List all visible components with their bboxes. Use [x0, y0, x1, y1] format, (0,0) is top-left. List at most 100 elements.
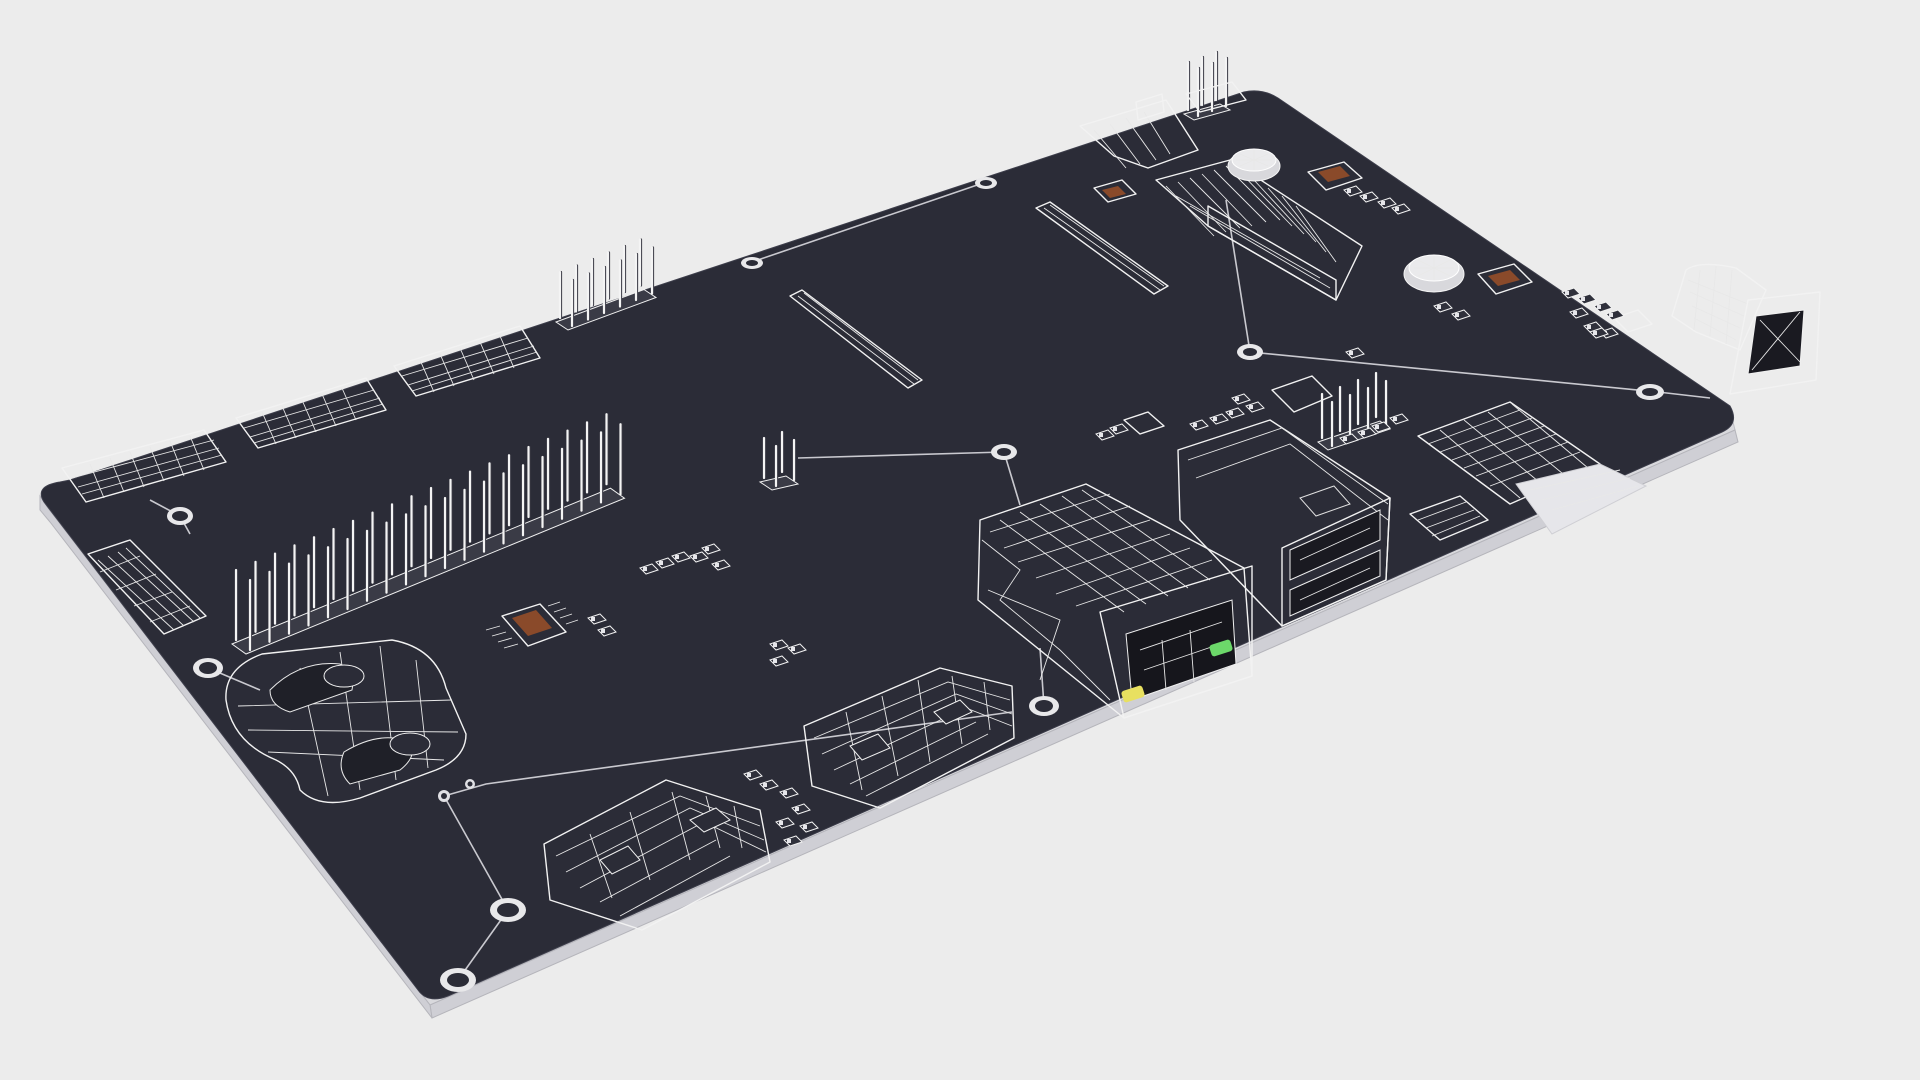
smd-component [1225, 407, 1245, 419]
solder-pad [1229, 411, 1233, 415]
usb-port-lower [1289, 549, 1381, 617]
rear-pin-cluster [1185, 81, 1247, 113]
smd-component [783, 835, 803, 847]
solder-pad [1363, 195, 1367, 199]
fpc-connector [393, 325, 541, 397]
ic-chip-dark [1123, 411, 1165, 435]
ethernet-jack [977, 483, 1253, 719]
smd-component [1357, 427, 1377, 439]
smd-component [791, 803, 811, 815]
via [465, 779, 475, 789]
smd-component [769, 639, 789, 651]
micro-usb-connector [1409, 495, 1489, 541]
smd-component [671, 551, 691, 563]
mounting-hole [741, 257, 763, 269]
smd-component [1109, 423, 1129, 435]
solder-pad [1597, 305, 1601, 309]
solder-pad [1349, 351, 1353, 355]
eeprom-chip [485, 601, 579, 649]
solder-pad [659, 561, 663, 565]
solder-pad [1347, 189, 1351, 193]
solder-pad [693, 555, 697, 559]
solder-pad [783, 791, 787, 795]
smd-component [1593, 301, 1613, 313]
smd-component [1345, 347, 1365, 359]
solder-pad [643, 567, 647, 571]
solder-pad [1343, 437, 1347, 441]
smd-component [587, 613, 607, 625]
flex-ribbon-cable [1515, 463, 1648, 535]
coin-cell-holder [225, 639, 467, 804]
ic-chip [1093, 179, 1137, 203]
gpio-pin-header [230, 413, 626, 655]
smd-component [787, 643, 807, 655]
side-fpc-connector [87, 539, 207, 635]
smd-component [1343, 185, 1363, 197]
usb-a-dual-port [1177, 419, 1391, 627]
passive-components [587, 185, 1625, 847]
smd-component [655, 557, 675, 569]
mounting-hole [490, 898, 526, 922]
smd-component [1577, 293, 1597, 305]
ic-chips [485, 161, 1653, 649]
smd-component [701, 543, 721, 555]
mounting-hole [440, 968, 476, 992]
hdmi-connector [803, 667, 1015, 809]
ic-chip [1307, 161, 1363, 191]
smd-component [1339, 433, 1359, 445]
smd-component [1389, 413, 1409, 425]
smd-component [759, 779, 779, 791]
solder-pad [705, 547, 709, 551]
smd-component [1231, 393, 1251, 405]
solder-pad [1395, 207, 1399, 211]
fpc-connector [235, 377, 387, 449]
header-base [1182, 103, 1232, 121]
smd-component [1569, 307, 1589, 319]
solder-pad [1573, 311, 1577, 315]
smd-component [689, 551, 709, 563]
smd-component [1589, 327, 1609, 339]
smd-component [775, 817, 795, 829]
solder-pad [1381, 201, 1385, 205]
status-led-yellow [1121, 685, 1145, 703]
smd-component [597, 625, 617, 637]
rj45-port-opening [1125, 599, 1237, 701]
solder-pad [1565, 291, 1569, 295]
solder-pad [1581, 297, 1585, 301]
smd-component [1391, 203, 1411, 215]
solder-pad [1375, 425, 1379, 429]
solder-pad [795, 807, 799, 811]
solder-pad [803, 825, 807, 829]
pin-header-top [554, 238, 658, 331]
fpc-connector [61, 429, 227, 503]
smd-component [1209, 413, 1229, 425]
status-led-green [1209, 639, 1233, 657]
crystal-oscillator [1403, 254, 1465, 293]
solder-pad [1213, 417, 1217, 421]
solder-pad [763, 783, 767, 787]
smd-component [1451, 309, 1471, 321]
ic-chip-dark [1613, 309, 1653, 333]
crystal-oscillator [1227, 148, 1281, 182]
smd-component [1095, 429, 1115, 441]
solder-pad [1113, 427, 1117, 431]
solder-pad [1235, 397, 1239, 401]
solder-pad [1249, 405, 1253, 409]
smd-component [769, 655, 789, 667]
solder-pad [601, 629, 605, 633]
smd-component [1245, 401, 1265, 413]
solder-pad [747, 773, 751, 777]
fpc-connectors [61, 325, 541, 635]
audio-jack-right [1671, 263, 1821, 395]
mounting-hole [1029, 696, 1059, 716]
solder-pad [715, 563, 719, 567]
smd-component [779, 787, 799, 799]
smd-component [1605, 309, 1625, 321]
solder-pad [1609, 313, 1613, 317]
power-jack-top [1079, 93, 1199, 169]
smd-component [1561, 287, 1581, 299]
board-to-board-connector [1035, 201, 1169, 295]
solder-pad [791, 647, 795, 651]
smd-component [1359, 191, 1379, 203]
